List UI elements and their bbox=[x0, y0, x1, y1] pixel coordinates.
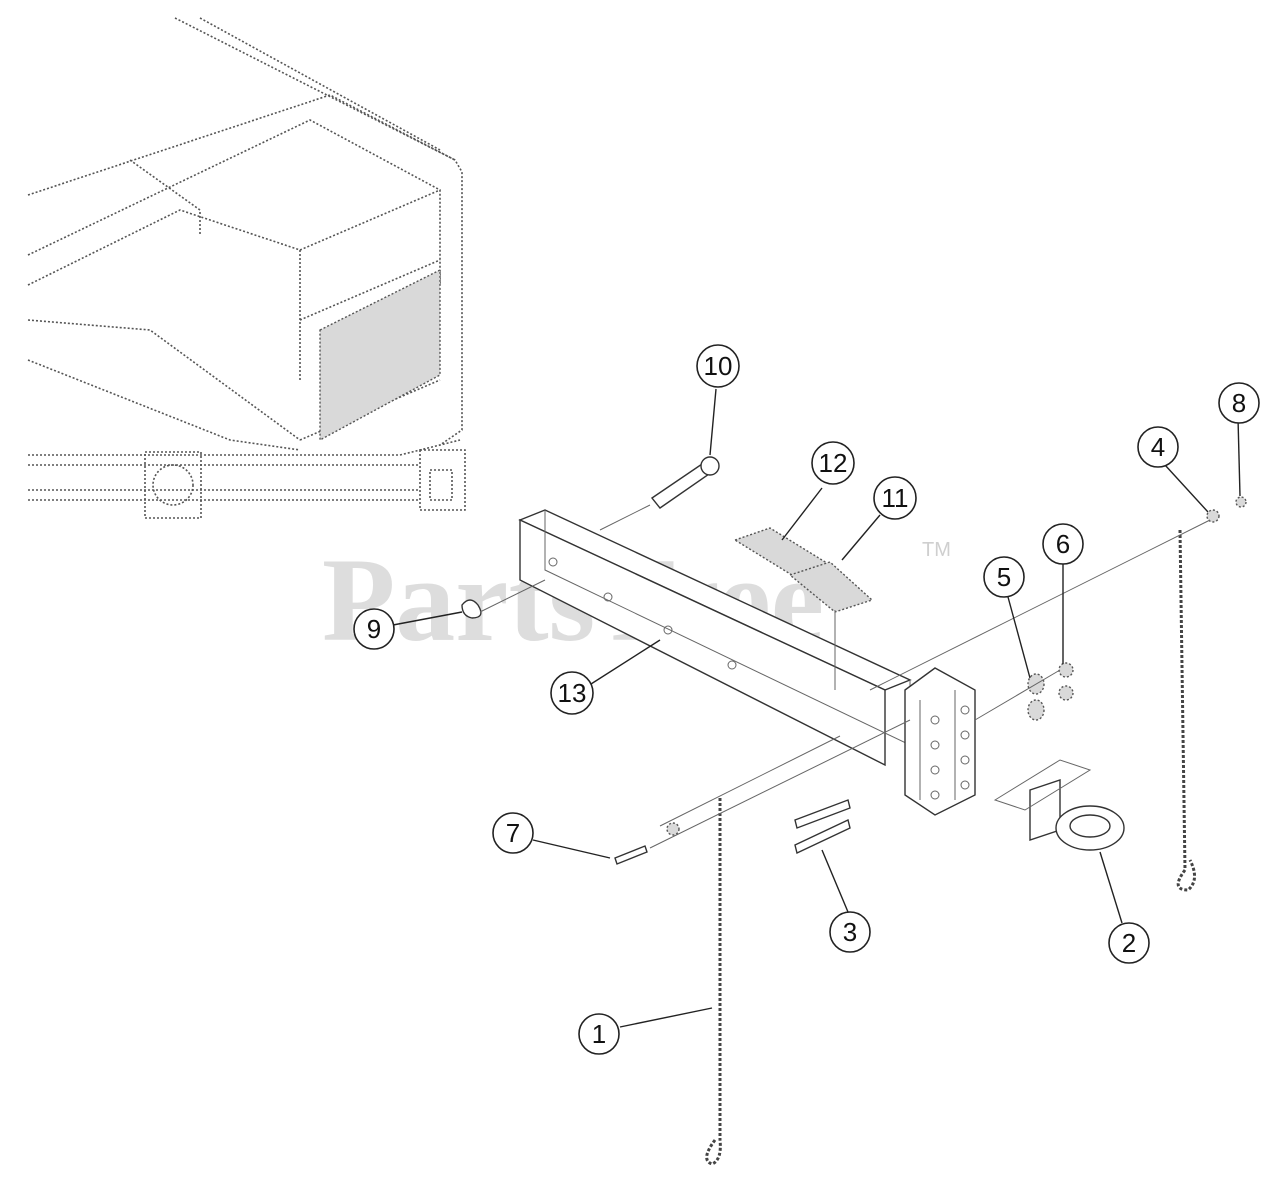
svg-text:2: 2 bbox=[1122, 928, 1136, 958]
safety-chains bbox=[705, 529, 1196, 1166]
svg-text:8: 8 bbox=[1232, 388, 1246, 418]
callout-12: 12 bbox=[811, 441, 855, 485]
callout-5: 5 bbox=[983, 556, 1025, 598]
callout-9: 9 bbox=[353, 608, 395, 650]
watermark-trademark: TM bbox=[922, 539, 951, 561]
svg-text:7: 7 bbox=[506, 818, 520, 848]
hitch-pin bbox=[650, 456, 720, 509]
svg-text:5: 5 bbox=[997, 562, 1011, 592]
bolts bbox=[614, 799, 851, 865]
callout-6: 6 bbox=[1042, 523, 1084, 565]
callout-1: 1 bbox=[578, 1013, 620, 1055]
alignment-lines bbox=[479, 504, 1211, 849]
callout-10: 10 bbox=[696, 344, 740, 388]
washers-and-nuts bbox=[666, 496, 1247, 836]
callout-7: 7 bbox=[492, 812, 534, 854]
callout-4: 4 bbox=[1137, 426, 1179, 468]
svg-text:3: 3 bbox=[843, 917, 857, 947]
tow-ring bbox=[993, 759, 1125, 851]
pin-clip bbox=[461, 599, 482, 619]
callout-8: 8 bbox=[1218, 382, 1260, 424]
leader-lines bbox=[392, 388, 1241, 1028]
svg-text:10: 10 bbox=[704, 351, 733, 381]
svg-text:4: 4 bbox=[1151, 432, 1165, 462]
mounting-bracket bbox=[904, 667, 976, 816]
hitch-tube bbox=[518, 509, 912, 767]
callout-2: 2 bbox=[1108, 922, 1150, 964]
mower-deck-body bbox=[27, 17, 466, 519]
decals bbox=[733, 527, 874, 613]
svg-text:1: 1 bbox=[592, 1019, 606, 1049]
svg-text:6: 6 bbox=[1056, 529, 1070, 559]
svg-text:12: 12 bbox=[819, 448, 848, 478]
callout-11: 11 bbox=[873, 476, 917, 520]
callout-13: 13 bbox=[550, 671, 594, 715]
callout-3: 3 bbox=[829, 911, 871, 953]
svg-text:9: 9 bbox=[367, 614, 381, 644]
svg-text:11: 11 bbox=[882, 483, 909, 513]
svg-text:13: 13 bbox=[558, 678, 587, 708]
